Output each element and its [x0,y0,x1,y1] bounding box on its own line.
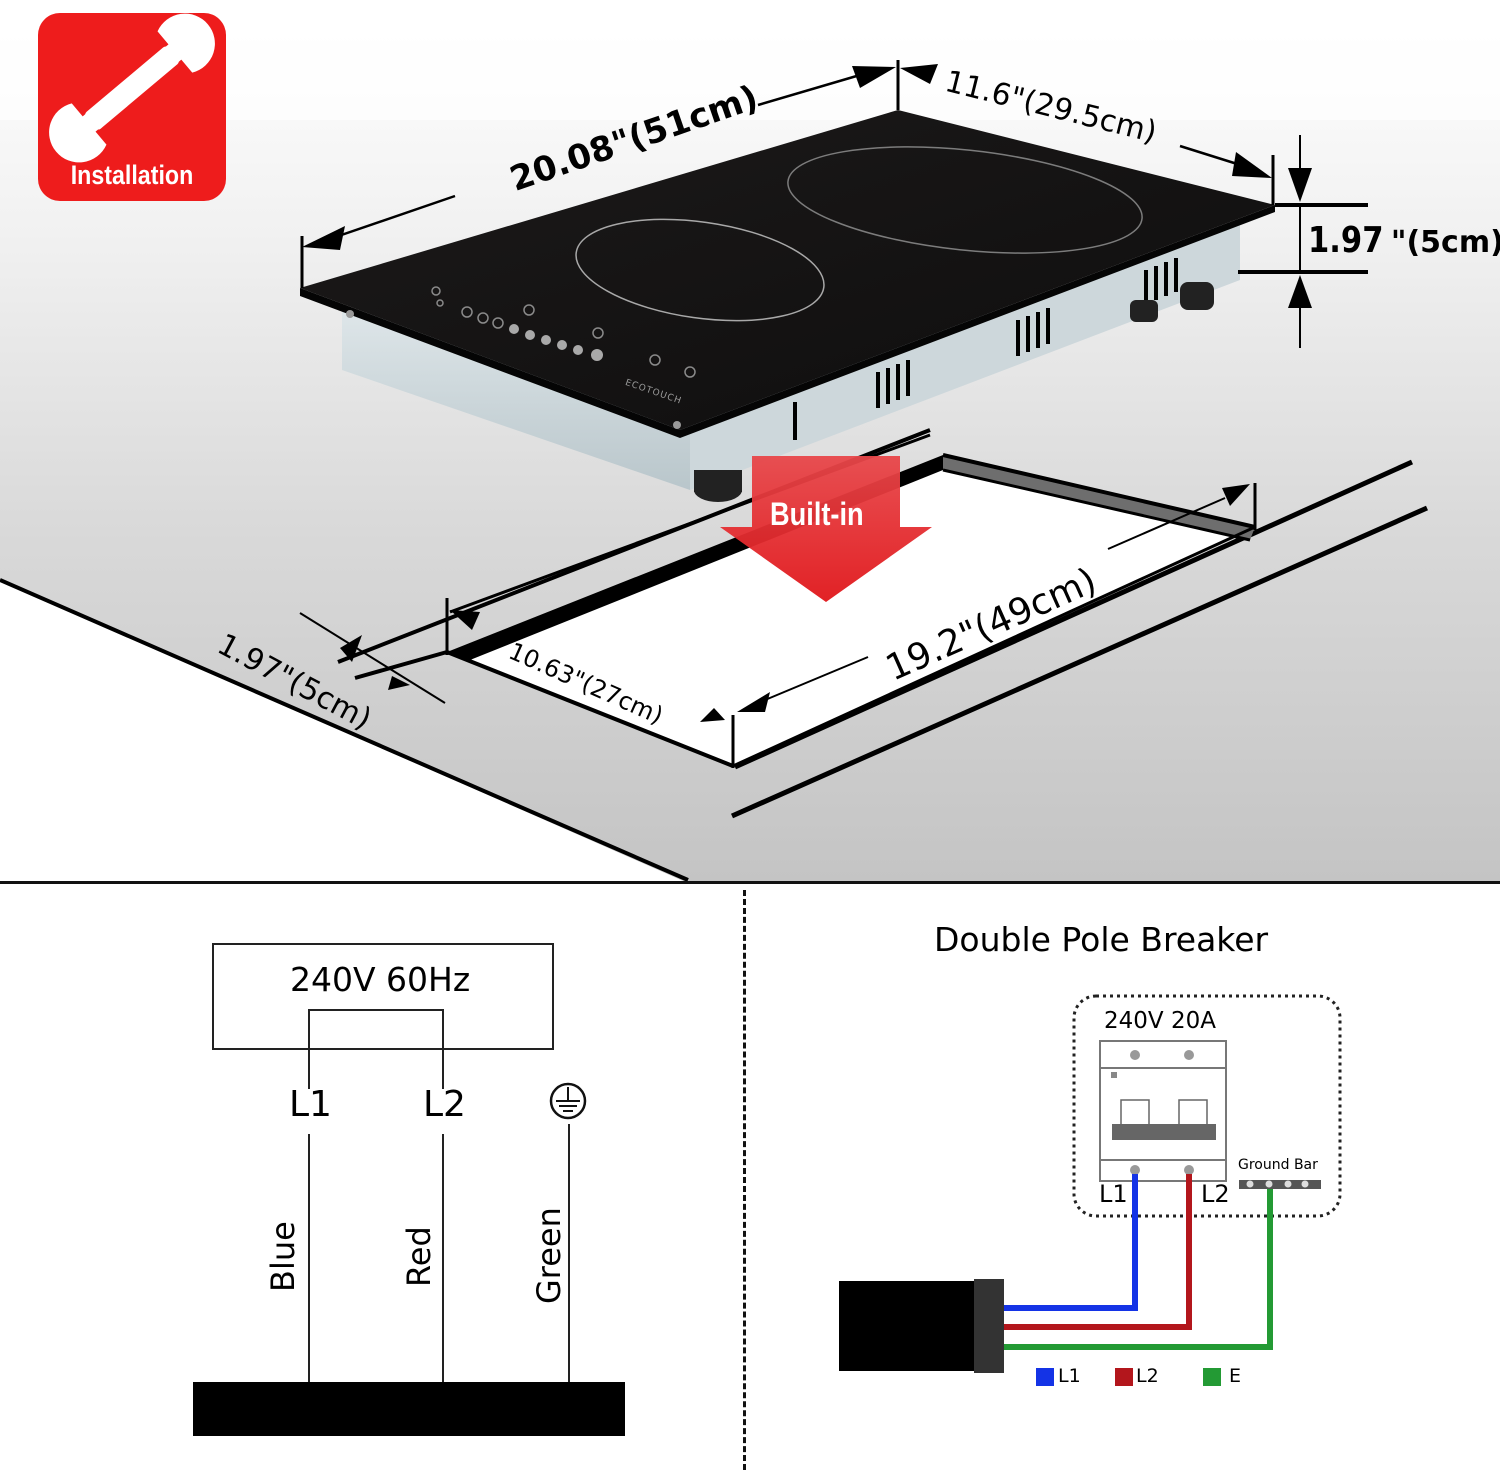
built-in-arrow [720,456,932,602]
vent-slots [793,258,1178,440]
breaker-rating: 240V 20A [1104,1008,1216,1034]
supply-label: 240V 60Hz [290,960,471,999]
breaker-illustration [839,994,1342,1386]
legend-swatch-e [1203,1368,1221,1386]
legend-l1-label: L1 [1058,1365,1081,1387]
power-level-dots [509,324,603,361]
terminal-l2-label: L2 [423,1084,466,1125]
legend-swatch-l2 [1115,1368,1133,1386]
terminal-l1-label: L1 [289,1084,332,1125]
breaker-diagram: Double Pole Breaker 240V 20A L1 L2 Groun… [750,884,1500,1472]
cable-sheath [839,1281,975,1371]
cooktop-height-unit: "(5cm) [1390,225,1500,260]
wire-red-label: Red [400,1226,438,1287]
badge-label: Installation [70,160,194,190]
breaker-terminal-l2: L2 [1201,1180,1230,1208]
legend-l2-label: L2 [1136,1365,1159,1387]
wiring-lines [193,943,625,1436]
installation-badge: Installation [38,13,226,201]
ground-symbol-icon [549,1082,587,1120]
ground-bar-label: Ground Bar [1238,1157,1318,1173]
legend-swatch-l1 [1036,1368,1054,1386]
installation-scene: Installation ECOTOUCH 20.08"(51cm) 11.6"… [0,0,1500,884]
wire-green-label: Green [530,1207,568,1304]
cable-end [974,1279,1004,1373]
cooktop-height-label: 1.97"(5cm) [1308,220,1500,261]
legend-e-label: E [1229,1365,1242,1387]
section-divider [0,881,1500,884]
appliance-block [193,1382,625,1436]
wrench-icon [49,13,215,163]
touch-controls [431,286,696,378]
panel-divider [743,890,746,1470]
wiring-diagram: 240V 60Hz L1 L2 Blue Red Green [0,884,740,1472]
counter-and-cooktop-illustration [0,0,1500,884]
built-in-label: Built-in [770,496,864,532]
breaker-title: Double Pole Breaker [934,920,1269,959]
wire-blue-label: Blue [264,1221,302,1292]
cooktop-height-value: 1.97 [1308,220,1384,261]
breaker-terminal-l1: L1 [1099,1180,1128,1208]
